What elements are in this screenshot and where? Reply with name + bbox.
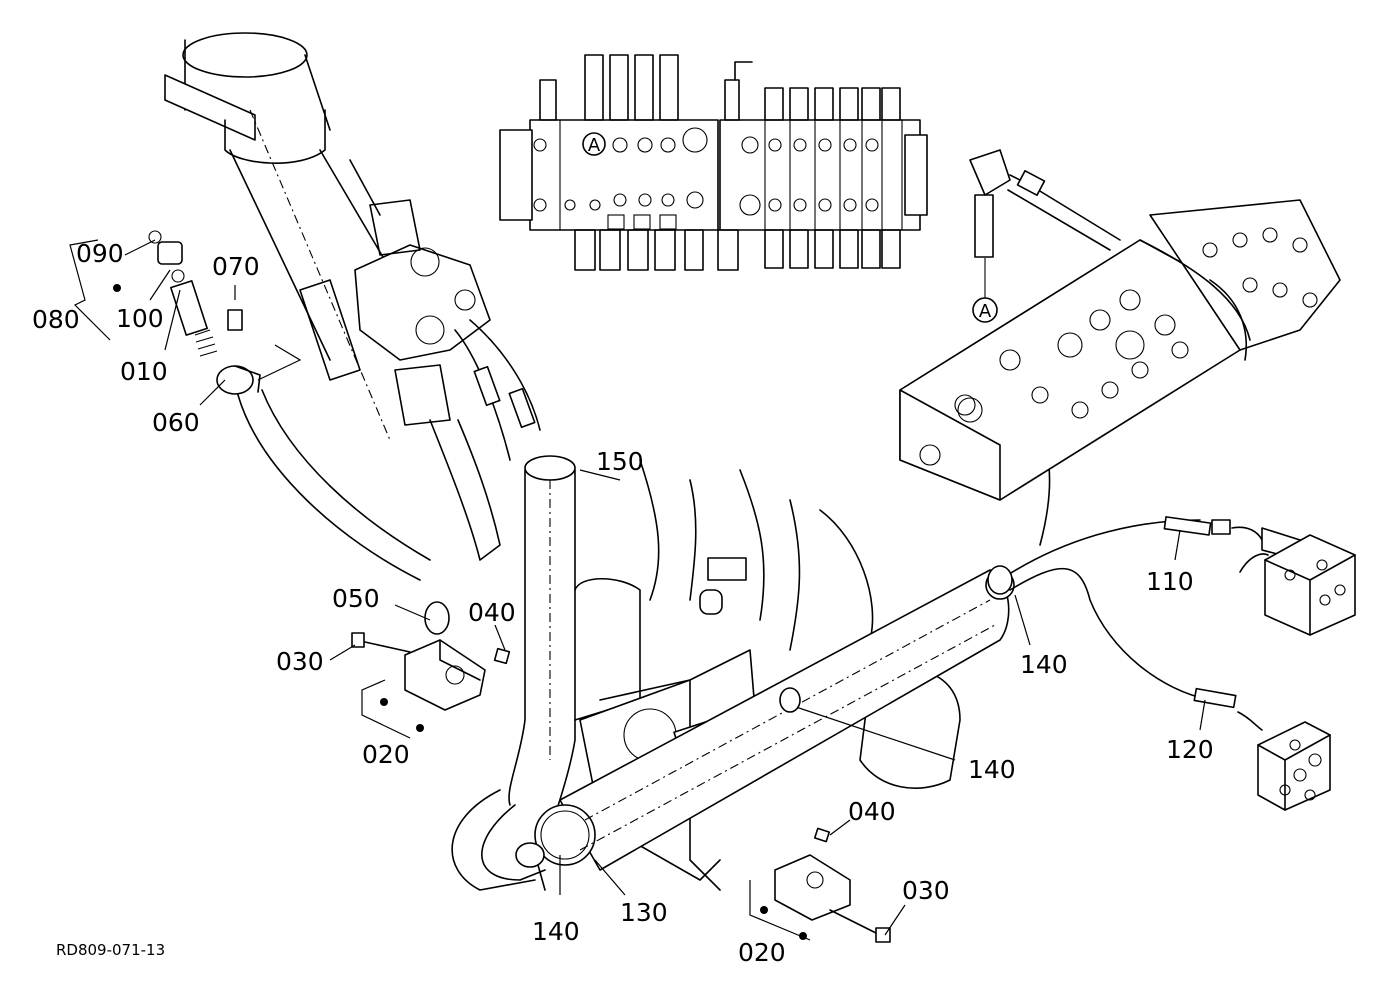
hose-150 [508, 455, 576, 816]
clamp-assembly-right [749, 827, 891, 943]
pilot-valve-120 [1193, 687, 1331, 811]
pilot-valve-110 [1163, 516, 1356, 636]
detail-mark-a-right: A [979, 301, 992, 322]
callout-080: 080 [32, 305, 80, 334]
callout-030-left: 030 [276, 647, 324, 676]
callout-030-right: 030 [902, 876, 950, 905]
clamp-assembly-left [351, 601, 511, 739]
fitting-group-left [148, 230, 431, 581]
callout-040-left: 040 [468, 598, 516, 627]
callout-150: 150 [596, 447, 644, 476]
callout-040-right: 040 [848, 797, 896, 826]
callout-labels: 010 020 020 030 030 040 040 050 060 070 … [32, 239, 1214, 967]
callout-050: 050 [332, 584, 380, 613]
callout-090: 090 [76, 239, 124, 268]
callout-070: 070 [212, 252, 260, 281]
callout-020-left: 020 [362, 740, 410, 769]
callout-110: 110 [1146, 567, 1194, 596]
detail-mark-a-top: A [588, 135, 601, 156]
reference-code: RD809-071-13 [56, 941, 165, 959]
hose-130-tube [534, 569, 1015, 871]
callout-120: 120 [1166, 735, 1214, 764]
callout-140-mid: 140 [968, 755, 1016, 784]
boom-cylinder [164, 32, 421, 441]
control-valve-right: A [899, 149, 1341, 501]
callout-100: 100 [116, 304, 164, 333]
valve-bracket-left [299, 199, 541, 561]
control-valve-top: A [499, 54, 928, 271]
callout-060: 060 [152, 408, 200, 437]
leader-lines [69, 239, 1206, 936]
kit-marker-dots [113, 284, 807, 940]
callout-140-right: 140 [1020, 650, 1068, 679]
callout-140-bottom: 140 [532, 917, 580, 946]
callout-130: 130 [620, 898, 668, 927]
callout-010: 010 [120, 357, 168, 386]
callout-020-right: 020 [738, 938, 786, 967]
